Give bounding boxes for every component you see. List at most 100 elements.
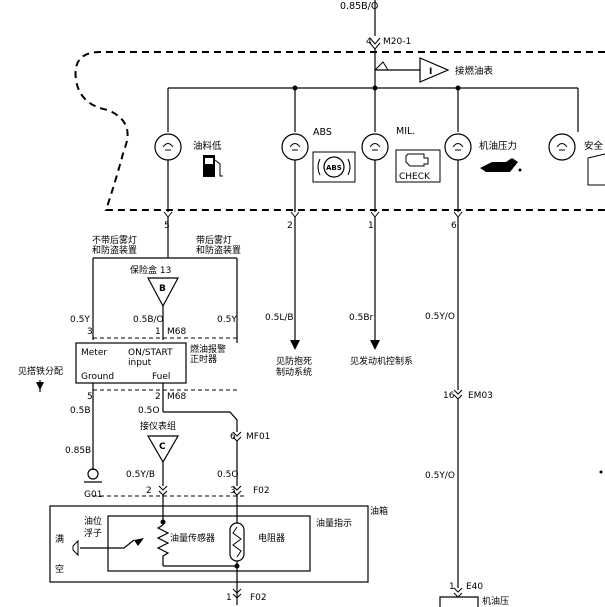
with-fog-label: 带后雾灯	[196, 235, 232, 246]
ground-arrow	[36, 382, 44, 390]
pin-6: 6	[230, 432, 236, 442]
lamp-safety	[548, 133, 576, 161]
connector-symbol	[163, 211, 173, 218]
oil-switch-label: 机油压	[482, 595, 509, 607]
fuse-box-label: 保险盒 13	[130, 264, 171, 276]
node-b-label: B	[159, 284, 166, 294]
ground-dist-label: 见搭铁分配	[18, 365, 63, 377]
connector-m20-label: M20-1	[383, 37, 411, 47]
full-label: 满	[55, 534, 64, 545]
pin-2-middle: 2	[287, 221, 293, 231]
fuel-warning-timer-box	[75, 342, 187, 384]
mil-label: MIL.	[396, 126, 415, 137]
node-c-label: C	[159, 442, 166, 452]
wire-junction-mark	[374, 61, 389, 71]
float-label-1: 油位	[84, 515, 102, 527]
f02-top-label: F02	[253, 486, 270, 496]
wire-085b: 0.85B	[65, 446, 91, 456]
connector-f02-a	[158, 485, 168, 496]
pin-1b: 1	[226, 593, 232, 603]
fuel-tank-label: 油箱	[370, 505, 388, 517]
engine-check-icon	[395, 149, 441, 183]
pin-3b: 3	[230, 486, 236, 496]
pin-1: 1	[155, 327, 161, 337]
abs-arrow	[290, 340, 300, 350]
wire-05yo-b: 0.5Y/O	[425, 471, 455, 481]
connector-f02-bottom	[232, 588, 242, 599]
indicator-triangle-i	[419, 57, 450, 83]
fuel-low-label: 油料低	[193, 140, 222, 152]
connector-symbol	[453, 211, 463, 218]
wire-05br: 0.5Br	[349, 313, 373, 323]
safety-icon	[587, 153, 605, 186]
fuel-indicator-box	[107, 515, 311, 572]
lamp-fuel-low	[154, 133, 182, 161]
fuel-label: Fuel	[152, 372, 170, 382]
oil-switch-box	[439, 596, 479, 607]
safety-label: 安全	[584, 140, 604, 152]
ground-label: Ground	[81, 372, 114, 382]
pin-6-right: 6	[451, 221, 457, 231]
meter-label: Meter	[81, 348, 107, 358]
m68-top: M68	[167, 327, 186, 337]
pin-3: 3	[87, 327, 93, 337]
abs-badge-icon	[312, 151, 356, 183]
em03-label: EM03	[468, 391, 493, 401]
oil-pressure-label: 机油压力	[479, 140, 517, 152]
m68-bottom: M68	[167, 392, 186, 402]
pin-1-right: 1	[449, 582, 455, 592]
pin-5: 5	[164, 221, 170, 231]
pin-5b: 5	[87, 392, 93, 402]
wire-05lb: 0.5L/B	[265, 313, 294, 323]
abs-label: ABS	[313, 127, 332, 138]
wire-05bo: 0.5B/O	[133, 315, 164, 325]
no-fog-label: 不带后雾灯	[92, 235, 137, 246]
pin-16: 16	[443, 391, 455, 401]
connector-e40	[453, 587, 463, 598]
wire-05yb: 0.5Y/B	[126, 470, 155, 480]
empty-label: 空	[55, 563, 64, 575]
no-fog-label-2: 和防盗装置	[92, 244, 137, 256]
pin-2b: 2	[146, 486, 152, 496]
wire-05y-right: 0.5Y	[217, 315, 237, 325]
instrument-cluster-label: 接燃油表	[455, 65, 494, 77]
wire-05y-left: 0.5Y	[70, 315, 90, 325]
timer-label-2: 正时器	[190, 353, 217, 365]
connector-symbol	[370, 211, 380, 218]
engine-ref: 见发动机控制系	[350, 355, 413, 367]
fuel-sensor-label: 油量传感器	[170, 532, 215, 544]
wire-05o-b: 0.5O	[217, 470, 238, 480]
f02-bottom-label: F02	[250, 593, 267, 603]
node-b-triangle	[146, 277, 180, 308]
node-c-triangle	[146, 435, 180, 464]
indicator-i-label: I	[429, 67, 432, 77]
with-fog-label-2: 和防盗装置	[196, 244, 241, 256]
wire-05yo: 0.5Y/O	[425, 312, 455, 322]
resistor-label: 电阻器	[258, 532, 285, 544]
g01-label: G01	[84, 490, 102, 500]
fuel-sensor-resistor	[156, 524, 170, 566]
float-arm	[80, 539, 135, 549]
wiper-arrow	[134, 538, 144, 546]
fuel-indicator-label: 油量指示	[316, 517, 352, 529]
wire-fuel-route	[163, 411, 238, 432]
junction-dot	[234, 563, 240, 569]
connector-symbol	[290, 211, 300, 218]
wire-05o: 0.5O	[138, 406, 159, 416]
cluster-link-label: 接仪表组	[140, 420, 176, 432]
float-label-2: 浮子	[84, 527, 102, 539]
timer-label-1: 燃油报警	[190, 343, 226, 355]
resistor-zigzag	[232, 526, 242, 558]
junction-dot	[160, 519, 166, 525]
pin-4: 4	[366, 37, 372, 47]
input-label: input	[128, 358, 152, 368]
mf01-label: MF01	[246, 432, 270, 442]
pin-2: 2	[155, 392, 161, 402]
abs-ref-2: 制动系统	[276, 366, 312, 378]
connector-em03	[453, 389, 463, 400]
ground-point	[87, 468, 99, 480]
fuel-pump-icon	[203, 155, 223, 177]
abs-badge-text: ABS	[326, 164, 342, 172]
